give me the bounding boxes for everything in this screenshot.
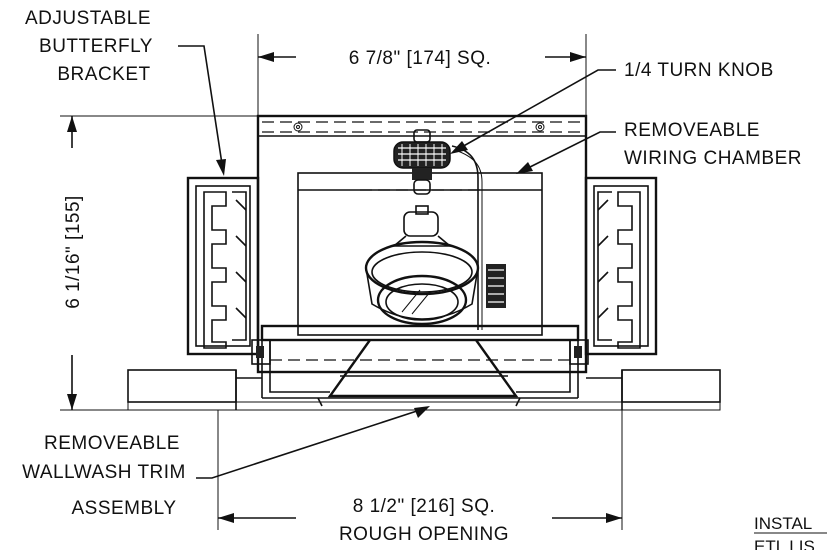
etl-partial-label: ETL LIS [754,537,815,550]
rough-opening-caption: ROUGH OPENING [339,524,509,545]
trim-clips [235,339,623,410]
bracket-label-line2: BUTTERFLY [39,36,153,57]
height-dim-label: 6 1/16" [155] [63,195,84,309]
lamp-assembly [364,205,480,326]
rough-opening-size: 8 1/2" [216] SQ. [353,496,496,517]
housing [256,114,588,374]
turn-knob [393,129,451,195]
bracket-label-line3: BRACKET [57,64,150,85]
width-dimension: 6 7/8" [174] SQ. [257,34,587,116]
callout-butterfly-bracket: ADJUSTABLE BUTTERFLY BRACKET [25,8,226,176]
callout-trim-assembly: REMOVEABLE WALLWASH TRIM ASSEMBLY [22,406,430,519]
width-dim-label: 6 7/8" [174] SQ. [349,48,492,69]
callout-turn-knob: 1/4 TURN KNOB [450,60,774,154]
wiring-label-line1: REMOVEABLE [624,120,760,141]
ceiling-right [621,369,721,411]
height-dimension: 6 1/16" [155] [60,115,258,411]
rough-opening-dimension: 8 1/2" [216] SQ. ROUGH OPENING [217,410,623,545]
ceiling-left [127,369,237,411]
turn-knob-label: 1/4 TURN KNOB [624,60,774,81]
install-note-partial: INSTAL ETL LIS [754,514,827,550]
butterfly-bracket-right [584,176,658,356]
bracket-label-line1: ADJUSTABLE [25,8,151,29]
ceiling-trim-band [235,401,623,411]
callout-wiring-chamber: REMOVEABLE WIRING CHAMBER [516,120,802,174]
trim-label-line2: WALLWASH TRIM [22,462,186,483]
trim-label-line3: ASSEMBLY [71,498,176,519]
butterfly-bracket-left [186,176,260,356]
install-partial-label: INSTAL [754,514,812,533]
trim-label-line1: REMOVEABLE [44,433,180,454]
wiring-chamber [297,172,543,336]
wallwash-trim [260,324,580,407]
wiring-label-line2: WIRING CHAMBER [624,148,802,169]
